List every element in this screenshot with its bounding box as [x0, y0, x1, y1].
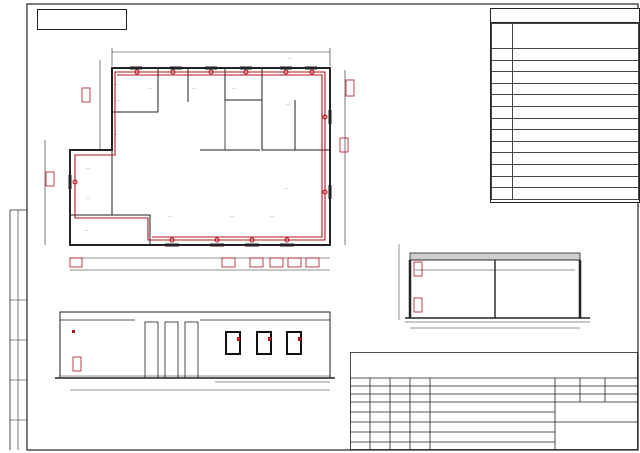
radiator-note: …: [84, 227, 88, 232]
explication-col-name: [512, 23, 639, 49]
radiator-note: …: [284, 185, 288, 190]
radiator-note: …: [230, 213, 234, 218]
explication-row: [491, 140, 639, 154]
explication-title: [491, 9, 639, 23]
explication-row: [491, 129, 639, 142]
explication-row: [491, 152, 639, 165]
radiator-note: …: [270, 213, 274, 218]
explication-row: [491, 163, 639, 177]
explication-row: [491, 175, 639, 189]
radiator-note: …: [114, 81, 118, 86]
radiator-note: …: [192, 85, 196, 90]
radiator-note: …: [148, 85, 152, 90]
radiator-note: …: [168, 213, 172, 218]
radiator-note: …: [232, 85, 236, 90]
room-explication-table: [490, 8, 640, 203]
radiator-note: …: [286, 101, 290, 106]
radiator-note: …: [116, 97, 120, 102]
explication-row: [491, 48, 639, 61]
radiator-note: …: [114, 131, 118, 136]
title-block: [350, 352, 638, 450]
title-block-grid: [350, 352, 638, 450]
radiator-note: …: [288, 55, 292, 60]
radiator-note: …: [86, 165, 90, 170]
explication-row: [491, 117, 639, 131]
explication-grid: [491, 23, 639, 200]
explication-row: [491, 187, 639, 200]
radiator-note: …: [86, 195, 90, 200]
